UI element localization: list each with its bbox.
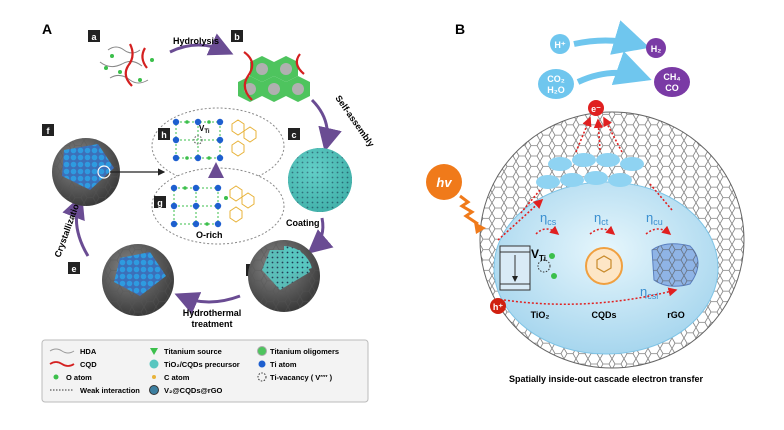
hole bbox=[490, 298, 506, 314]
legend-vacancy: Ti-vacancy ( V′′′′ ) bbox=[270, 373, 333, 382]
hydrolysis-arrow bbox=[169, 33, 234, 56]
final-sphere-core bbox=[62, 144, 114, 190]
electron-text: e⁻ bbox=[591, 104, 601, 114]
vti-label: VTi bbox=[531, 247, 546, 263]
legend-cqd: CQD bbox=[80, 360, 97, 369]
rgo-sheet-lattice bbox=[652, 243, 698, 287]
hole-text: h⁺ bbox=[493, 302, 503, 312]
legend-box bbox=[41, 339, 369, 403]
legend-composite: V₂@CQDs@rGO bbox=[164, 386, 223, 395]
step-a-tag bbox=[88, 30, 100, 42]
step-e-label: e bbox=[71, 264, 76, 274]
h-vti-label: VTi bbox=[199, 124, 210, 135]
cqd-dot bbox=[585, 247, 623, 285]
legend-ti-oligomers: Titanium oligomers bbox=[270, 347, 339, 356]
step-c-tag bbox=[288, 128, 300, 140]
legend: HDA Titanium source Titanium oligomers C… bbox=[49, 346, 339, 395]
step-f-label: f bbox=[47, 126, 51, 136]
legend-ti-oligomers-swatch bbox=[257, 346, 267, 356]
label-cqds: CQDs bbox=[591, 310, 616, 320]
coated-sphere-core bbox=[262, 250, 310, 290]
h2-evolution-arrow bbox=[573, 20, 650, 55]
step-h-label: h bbox=[161, 130, 167, 140]
zoom-ellipse-h bbox=[151, 107, 285, 185]
step-g-tag bbox=[154, 196, 166, 208]
ti-vacancy bbox=[537, 259, 551, 273]
label-rgo: rGO bbox=[667, 310, 685, 320]
hydrothermal-label-2: treatment bbox=[191, 319, 232, 329]
legend-precursor: TiO₂/CQDs precursor bbox=[164, 360, 240, 369]
product-ch4-co bbox=[654, 67, 690, 97]
cqd-hexagon bbox=[596, 255, 612, 273]
photon-wave bbox=[459, 194, 479, 226]
lattice-g-illustration bbox=[170, 184, 255, 228]
transfer-arrows bbox=[503, 225, 678, 305]
o-rich-label: O-rich bbox=[196, 230, 223, 240]
precursor-sphere-texture bbox=[288, 148, 352, 212]
step-c-label: c bbox=[291, 130, 296, 140]
reactant-co2-h2o bbox=[538, 69, 574, 99]
reactant-co2-text: CO₂ bbox=[547, 74, 565, 84]
step-b-tag bbox=[231, 30, 243, 42]
legend-ti-source-swatch bbox=[150, 348, 158, 355]
lattice-h-illustration bbox=[172, 118, 257, 162]
photon-arrowhead bbox=[474, 222, 486, 234]
legend-ti-atom: Ti atom bbox=[270, 360, 297, 369]
legend-hda: HDA bbox=[80, 347, 97, 356]
electron-paths bbox=[497, 116, 673, 241]
step-e-tag bbox=[68, 262, 80, 274]
legend-ti-atom-swatch bbox=[258, 360, 266, 368]
hydrolysis-label: Hydrolysis bbox=[173, 36, 219, 46]
hydrothermal-arrow bbox=[174, 292, 241, 315]
legend-composite-swatch bbox=[149, 385, 159, 395]
cqd-layer bbox=[536, 153, 644, 189]
label-tio2: TiO₂ bbox=[531, 310, 550, 320]
step-a-label: a bbox=[91, 32, 97, 42]
coating-label: Coating bbox=[286, 218, 320, 228]
step-g-label: g bbox=[157, 198, 163, 208]
legend-cqd-swatch bbox=[49, 361, 75, 367]
legend-o-atom: O atom bbox=[66, 373, 92, 382]
product-ch4-text: CH₄ bbox=[663, 72, 680, 82]
step-f-tag bbox=[42, 124, 54, 136]
step-b-label: b bbox=[234, 32, 240, 42]
legend-precursor-swatch bbox=[149, 359, 159, 369]
photon-hv bbox=[426, 164, 462, 200]
legend-c-atom-swatch bbox=[152, 375, 156, 379]
photon-hv-text: hv bbox=[436, 175, 452, 190]
legend-c-atom: C atom bbox=[164, 373, 190, 382]
o-atom-2 bbox=[551, 273, 557, 279]
legend-ti-source: Titanium source bbox=[164, 347, 222, 356]
reactant-h2o-text: H₂O bbox=[547, 85, 565, 95]
electron bbox=[588, 100, 604, 116]
self-assembly-label: Self-assembly bbox=[333, 93, 376, 148]
step-h-tag bbox=[158, 128, 170, 140]
legend-weak: Weak interaction bbox=[80, 386, 140, 395]
legend-hda-swatch bbox=[49, 348, 75, 354]
product-h2 bbox=[646, 38, 666, 58]
reactant-h-plus bbox=[550, 34, 570, 54]
panel-a-label: A bbox=[42, 21, 52, 37]
coating-arrow bbox=[307, 217, 334, 254]
self-assembly-arrow bbox=[310, 98, 342, 152]
product-co-text: CO bbox=[665, 83, 679, 93]
o-atom-1 bbox=[549, 253, 555, 259]
hydrothermal-label-1: Hydrothermal bbox=[183, 308, 242, 318]
reactant-h-plus-text: H⁺ bbox=[554, 40, 565, 50]
legend-vacancy-swatch bbox=[257, 372, 267, 382]
panel-b-label: B bbox=[455, 21, 465, 37]
titanium-oligomers-illustration bbox=[238, 51, 310, 102]
hda-molecules-illustration bbox=[99, 43, 154, 87]
crystallized-sphere-core bbox=[114, 252, 166, 296]
product-h2-text: H₂ bbox=[651, 44, 662, 54]
legend-o-atom-swatch bbox=[53, 374, 59, 380]
co2-reduction-arrow bbox=[576, 51, 652, 86]
panel-b-caption: Spatially inside-out cascade electron tr… bbox=[509, 374, 704, 384]
